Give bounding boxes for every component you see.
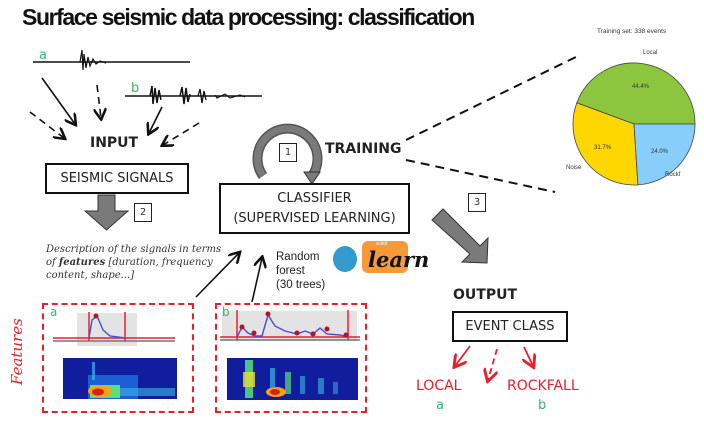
step-1-badge: 1 [279,143,297,162]
pie-label-local: Local [643,50,658,56]
rf-line-3: (30 trees) [276,279,326,291]
signal-a-label: a [39,48,47,63]
description-text-2: [duration, frequency content, shape...] [46,257,213,281]
training-loop-arrow [252,123,323,185]
pie-slice-local [576,62,696,125]
description-text-1: Description of the signals in terms of [46,244,222,268]
seismic-signals-box: SEISMIC SIGNALS [45,163,189,194]
rf-line-1: Random [276,251,320,263]
result-local-sub: a [436,398,444,413]
pie-title: Training set: 338 events [597,28,667,35]
result-rockfall: ROCKFALL [507,378,579,394]
feature-b-label: b [222,305,230,319]
output-arrows [455,345,533,380]
spectrogram-a [63,358,177,399]
training-heading: TRAINING [325,141,402,157]
sklearn-learn-text: learn [368,247,430,272]
pie-value-noise: 31.7% [594,145,612,151]
step-2-badge: 2 [134,203,152,222]
zoom-lines [405,54,581,193]
page-title: Surface seismic data processing: classif… [22,4,475,30]
step2-arrow [83,194,130,231]
input-heading: INPUT [90,135,139,151]
feature-panel-a [42,303,194,413]
output-heading: OUTPUT [453,287,517,303]
pie-label-noise: Noise [566,165,582,171]
waveform-a [33,49,190,71]
feature-plot-b [220,310,360,341]
pie-value-rockf: 24.0% [651,149,669,155]
spectrogram-b [227,358,358,400]
classifier-line-2: (SUPERVISED LEARNING) [233,211,396,226]
classifier-box: CLASSIFIER (SUPERVISED LEARNING) [219,183,410,234]
result-rockfall-sub: b [538,398,547,413]
pie-slice-rockf [633,123,696,186]
random-forest-note: Random forest (30 trees) [276,250,325,292]
feature-panel-b [215,303,367,413]
result-local: LOCAL [416,378,462,394]
sklearn-logo [333,241,408,273]
feature-a-label: a [50,305,58,319]
classifier-line-1: CLASSIFIER [277,191,352,206]
features-label: Features [8,318,26,385]
signal-b-label: b [131,81,140,96]
pie-label-rockf: Rockf [665,172,681,178]
sklearn-small-text: scikit [376,241,388,247]
step3-arrow [431,208,489,264]
pie-chart [572,62,696,186]
description-bold: features [58,257,106,268]
feature-plot-a [53,312,175,346]
features-to-classifier-arrows [195,253,262,303]
event-class-box: EVENT CLASS [452,311,568,342]
waveform-b [125,85,262,105]
step-3-badge: 3 [468,193,486,212]
rf-line-2: forest [276,265,305,277]
features-description: Description of the signals in terms of f… [46,243,226,282]
pie-slice-noise [572,102,639,186]
pie-value-local: 44.4% [632,84,650,90]
input-arrows [29,77,200,145]
